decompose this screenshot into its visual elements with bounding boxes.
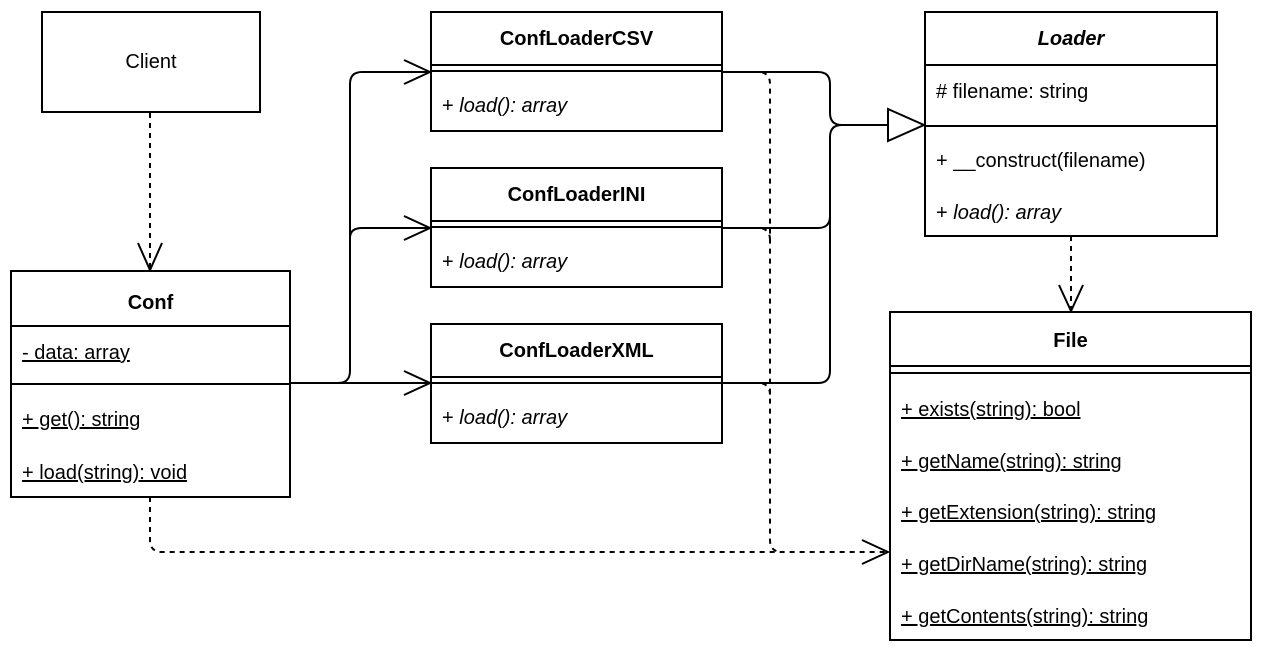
class-conf[interactable]: Conf - data: array + get(): string + loa… [10,270,291,498]
edge-ini-file [722,227,771,241]
class-file[interactable]: File + exists(string): bool + getName(st… [889,311,1252,641]
arrowhead-to-file [861,539,891,565]
class-confloadercsv-divider [432,64,721,66]
class-file-method: + exists(string): bool [901,399,1081,421]
edge-conf-ini [349,227,430,239]
edge-xml-file [722,382,771,396]
class-client-name: Client [125,50,177,73]
class-file-method: + getDirName(string): string [901,554,1148,576]
method-signature: load(): array [953,202,1062,224]
class-confloaderxml-name: ConfLoaderXML [499,340,654,362]
class-confloadercsv-name: ConfLoaderCSV [499,28,654,50]
class-confloadercsv[interactable]: ConfLoaderCSV + load(): array [430,11,723,132]
method-visibility: + [442,407,460,429]
edge-csv-loader [722,71,888,126]
class-file-method: + getExtension(string): string [901,502,1157,524]
method-visibility: + [936,202,954,224]
class-file-divider [891,372,1250,374]
class-conf-name: Conf [127,292,174,314]
method-signature: load(): array [459,251,568,273]
class-file-method: + getName(string): string [901,451,1122,473]
class-confloaderini-name: ConfLoaderINI [507,184,646,206]
class-confloaderxml[interactable]: ConfLoaderXML + load(): array [430,323,723,444]
edge-conf-file [149,497,888,553]
class-confloaderini[interactable]: ConfLoaderINI + load(): array [430,167,723,288]
class-loader-divider [926,125,1216,127]
class-confloaderxml-method: + load(): array [442,407,567,430]
class-confloaderxml-divider [432,376,721,378]
class-loader-name: Loader [1037,28,1105,50]
class-conf-method: + get(): string [22,409,141,431]
method-signature: load(): array [459,95,568,117]
class-confloadercsv-method: + load(): array [442,95,567,118]
method-signature: load(): array [459,407,568,429]
class-confloaderini-divider [432,226,721,228]
method-visibility: + [442,251,460,273]
edge-ini-loader [722,124,843,229]
class-confloaderini-divider [432,220,721,222]
class-file-method: + getContents(string): string [901,606,1149,628]
class-loader-attribute: # filename: string [936,81,1089,103]
class-conf-attribute: - data: array [22,342,130,364]
method-visibility: + [442,95,460,117]
class-conf-divider [12,383,289,385]
class-client[interactable]: Client [41,11,261,113]
class-loader[interactable]: Loader # filename: string + __construct(… [924,11,1218,237]
class-conf-method: + load(string): void [22,462,188,484]
class-confloadercsv-divider [432,70,721,72]
edge-csv-file [722,71,783,553]
class-loader-divider [926,64,1216,66]
class-file-name: File [1053,330,1088,352]
class-confloaderini-method: + load(): array [442,251,567,274]
class-conf-divider [12,325,289,327]
generalization-triangle [887,107,927,143]
class-loader-constructor: + __construct(filename) [936,150,1146,172]
edge-xml-loader [722,137,831,384]
class-confloaderxml-divider [432,382,721,384]
class-file-divider [891,365,1250,367]
class-loader-method: + load(): array [936,202,1061,225]
